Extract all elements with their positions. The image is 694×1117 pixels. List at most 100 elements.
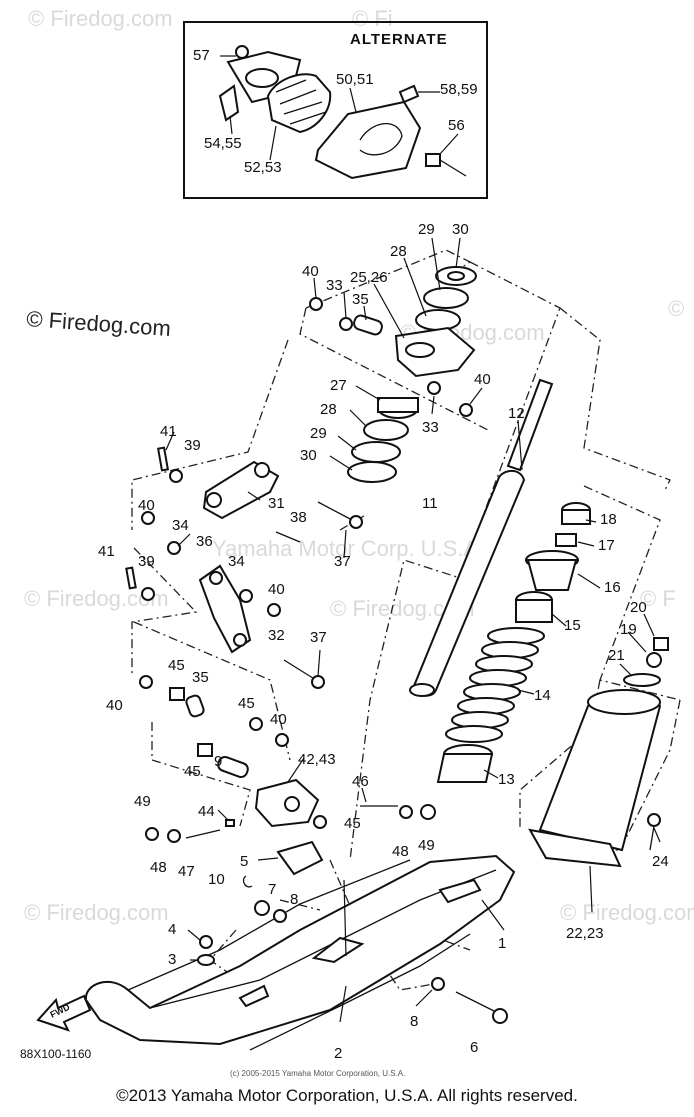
gasket-hole	[245, 68, 279, 88]
ski-assembly	[84, 854, 516, 1051]
label: 20	[630, 599, 647, 616]
pin-part	[156, 446, 170, 472]
label: 27	[330, 377, 347, 394]
label: 30	[300, 447, 317, 464]
label: 8	[290, 891, 298, 908]
boundary	[133, 621, 291, 761]
collar-part	[185, 694, 205, 718]
leader-line	[247, 491, 261, 501]
washer-hole	[447, 271, 465, 281]
watermark: © Fi	[352, 6, 393, 31]
label: 42,43	[298, 751, 336, 768]
washer-part	[141, 511, 155, 525]
leader-line	[403, 257, 427, 317]
block-part	[276, 840, 324, 876]
bolt-shank	[455, 991, 497, 1013]
washer-part	[239, 589, 253, 603]
label: 12	[508, 405, 525, 422]
leader-line	[287, 757, 305, 783]
leader-line	[653, 827, 661, 843]
label: 36	[196, 533, 213, 550]
nut-part	[199, 935, 213, 949]
label: 40	[268, 581, 285, 598]
label: 34	[172, 517, 189, 534]
bumper-body	[515, 599, 553, 623]
leader-line	[627, 631, 647, 653]
label: 21	[608, 647, 625, 664]
label: 41	[160, 423, 177, 440]
bolt-head	[349, 515, 363, 529]
leader-line	[257, 857, 279, 861]
watermark: ©	[668, 296, 684, 321]
ski-slot	[438, 878, 482, 904]
washer-part	[273, 909, 287, 923]
leader-line	[337, 435, 357, 451]
label: 40	[302, 263, 319, 280]
label: 58,59	[440, 81, 478, 98]
label: 50,51	[336, 71, 374, 88]
ski-body	[84, 854, 516, 1046]
label: 40	[474, 371, 491, 388]
washer-part	[351, 441, 401, 463]
label: 40	[270, 711, 287, 728]
spring-coils	[445, 627, 545, 743]
leader-line	[517, 419, 523, 471]
boundary	[131, 547, 198, 676]
label: 24	[652, 853, 669, 870]
label: 44	[198, 803, 215, 820]
leader-line	[343, 529, 347, 559]
label: 9	[214, 753, 222, 770]
watermark: © F	[640, 586, 676, 611]
washer-part	[623, 673, 661, 687]
washer-part	[431, 977, 445, 991]
leader-line	[643, 613, 655, 637]
label: 49	[418, 837, 435, 854]
label: 1	[498, 935, 506, 952]
bushing-body	[377, 397, 419, 413]
label: 47	[178, 863, 195, 880]
bolt-shank	[283, 659, 317, 681]
leader-line	[439, 133, 459, 155]
bolt-shank	[275, 531, 301, 543]
label: 40	[138, 497, 155, 514]
bolt-shank	[317, 501, 353, 521]
leader-line	[343, 879, 347, 957]
nut-part	[555, 533, 577, 547]
housing-top	[587, 689, 661, 715]
label: 45	[238, 695, 255, 712]
leader-lines	[165, 237, 661, 1023]
small-copyright: (c) 2005-2015 Yamaha Motor Corporation, …	[230, 1069, 405, 1078]
bushing-part	[423, 287, 469, 309]
fwd-arrow-shape	[36, 994, 92, 1032]
nut-part	[145, 827, 159, 841]
alternate-box: ALTERNATE 57 50,51 58,59 54,55 56 52,53	[183, 21, 488, 199]
link-part-32	[198, 564, 252, 654]
bushing-part	[415, 309, 461, 331]
label: 40	[106, 697, 123, 714]
leader-line	[339, 985, 347, 1023]
collar-part	[353, 314, 383, 336]
boundary	[299, 307, 489, 431]
label: 29	[310, 425, 327, 442]
alternate-frame	[183, 21, 488, 199]
pin-part	[125, 566, 137, 590]
label: 8	[410, 1013, 418, 1030]
leader-line	[577, 573, 601, 589]
washer-part	[249, 717, 263, 731]
nut-part	[646, 652, 662, 668]
upper-bracket-part	[394, 326, 476, 378]
leader-line	[585, 519, 597, 523]
copyright-footer: ©2013 Yamaha Motor Corporation, U.S.A. A…	[116, 1086, 578, 1105]
label: 3	[168, 951, 176, 968]
label: 13	[498, 771, 515, 788]
label: 38	[290, 509, 307, 526]
part-labels: 29 30 28 40 33 25,26 35 27 40 28 33 12 2…	[98, 221, 669, 1062]
label: 45	[168, 657, 185, 674]
boundary	[349, 261, 561, 861]
washer-part	[235, 45, 249, 59]
cover-part	[314, 100, 422, 180]
label: 31	[268, 495, 285, 512]
leader-line	[517, 689, 535, 695]
bolt-part	[653, 637, 669, 651]
leader-line	[589, 865, 593, 913]
